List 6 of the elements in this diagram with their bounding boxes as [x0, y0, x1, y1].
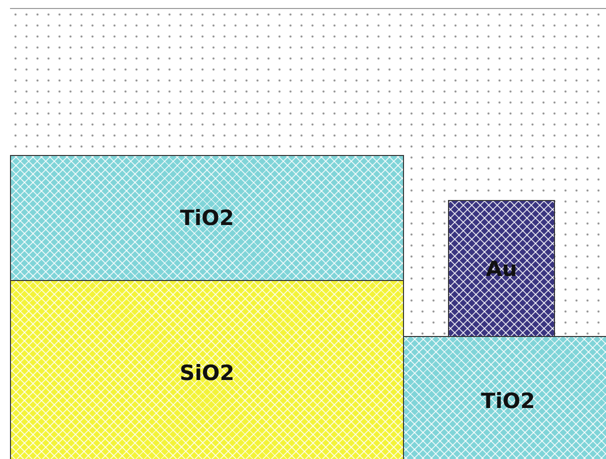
metal-block	[448, 200, 555, 337]
material-layer	[10, 155, 404, 281]
layer-label: TiO2	[481, 389, 535, 413]
layer-label: TiO2	[180, 206, 234, 230]
material-layer	[403, 336, 606, 459]
material-layer	[10, 280, 404, 459]
